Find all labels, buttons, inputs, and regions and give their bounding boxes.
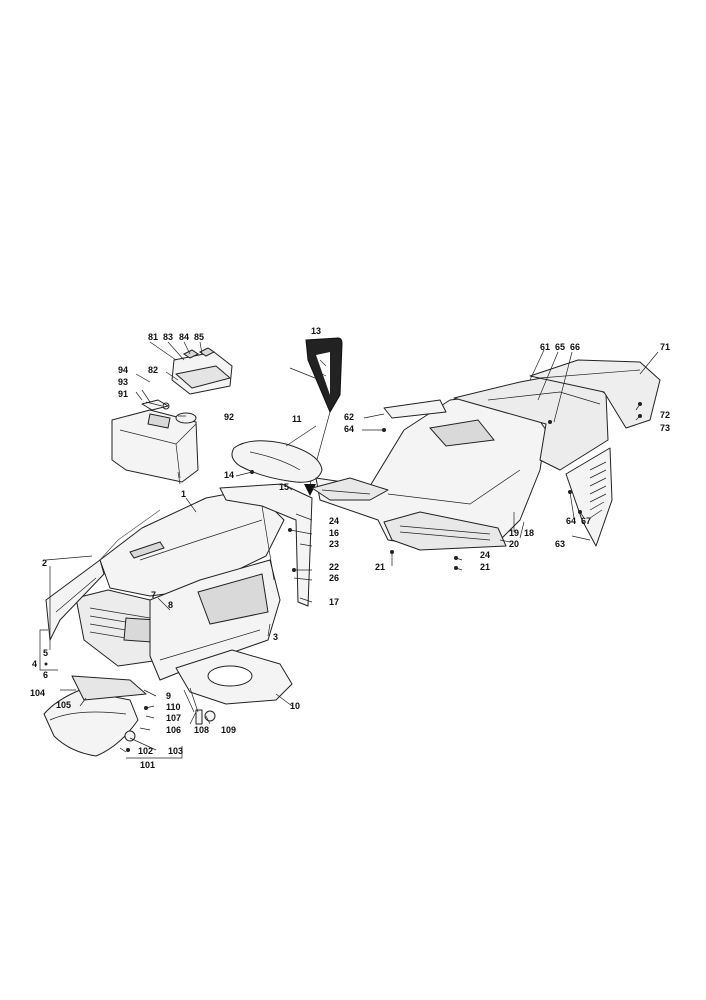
label-101: 101 <box>140 760 155 770</box>
label-83: 83 <box>163 332 173 342</box>
grille-63 <box>565 447 613 547</box>
label-107: 107 <box>166 713 181 723</box>
label-84: 84 <box>179 332 189 342</box>
label-91: 91 <box>118 389 128 399</box>
label-5: 5 <box>43 648 48 658</box>
label-72: 72 <box>660 410 670 420</box>
label-61: 61 <box>540 342 550 352</box>
bracket-62 <box>383 399 447 419</box>
label-81: 81 <box>148 332 158 342</box>
battery-box <box>171 347 233 395</box>
label-82: 82 <box>148 365 158 375</box>
label-109: 109 <box>221 725 236 735</box>
label-1: 1 <box>181 489 186 499</box>
label-65: 65 <box>555 342 565 352</box>
label-21a: 21 <box>375 562 385 572</box>
label-6: 6 <box>43 670 48 680</box>
label-24a: 24 <box>329 516 339 526</box>
label-4: 4 <box>32 659 37 669</box>
label-62: 62 <box>344 412 354 422</box>
label-3: 3 <box>273 632 278 642</box>
label-94: 94 <box>118 365 128 375</box>
fuel-tank <box>111 399 199 483</box>
label-19: 19 <box>509 528 519 538</box>
label-92: 92 <box>224 412 234 422</box>
label-9: 9 <box>166 691 171 701</box>
label-21b: 21 <box>480 562 490 572</box>
label-103: 103 <box>168 746 183 756</box>
side-bracket-2 <box>45 559 105 641</box>
front-bumper <box>43 675 147 757</box>
label-108: 108 <box>194 725 209 735</box>
label-18: 18 <box>524 528 534 538</box>
decal-13 <box>305 337 343 414</box>
callout-labels: 1 2 3 4 5 6 7 8 9 10 11 13 14 15 16 17 1… <box>30 326 670 770</box>
label-73: 73 <box>660 423 670 433</box>
label-26: 26 <box>329 573 339 583</box>
label-105: 105 <box>56 700 71 710</box>
label-63: 63 <box>555 539 565 549</box>
dash-panel-17 <box>219 483 313 607</box>
bonnet-1 <box>75 491 285 667</box>
label-20: 20 <box>509 539 519 549</box>
leader-lines <box>39 341 659 759</box>
label-15: 15 <box>279 482 289 492</box>
label-23: 23 <box>329 539 339 549</box>
side-panel-3 <box>149 559 281 681</box>
label-11: 11 <box>292 414 302 424</box>
label-13: 13 <box>311 326 321 336</box>
rear-body-18 <box>311 391 547 551</box>
label-17: 17 <box>329 597 339 607</box>
label-10: 10 <box>290 701 300 711</box>
label-67: 67 <box>581 516 591 526</box>
label-2: 2 <box>42 558 47 568</box>
dash-cover-11 <box>231 440 323 483</box>
label-110: 110 <box>166 702 181 712</box>
label-102: 102 <box>138 746 153 756</box>
label-22: 22 <box>329 562 339 572</box>
label-85: 85 <box>194 332 204 342</box>
label-8: 8 <box>168 600 173 610</box>
label-14: 14 <box>224 470 234 480</box>
label-93: 93 <box>118 377 128 387</box>
footrest-10 <box>175 649 293 705</box>
label-24b: 24 <box>480 550 490 560</box>
label-106: 106 <box>166 725 181 735</box>
label-64a: 64 <box>344 424 354 434</box>
arrow-icon <box>304 484 316 496</box>
fasteners <box>44 402 642 752</box>
label-16: 16 <box>329 528 339 538</box>
frame-line <box>99 509 161 561</box>
cover-71 <box>529 359 661 429</box>
label-66: 66 <box>570 342 580 352</box>
label-71: 71 <box>660 342 670 352</box>
mudguard-61 <box>453 371 609 471</box>
label-7: 7 <box>151 590 156 600</box>
label-64b: 64 <box>566 516 576 526</box>
label-104: 104 <box>30 688 45 698</box>
